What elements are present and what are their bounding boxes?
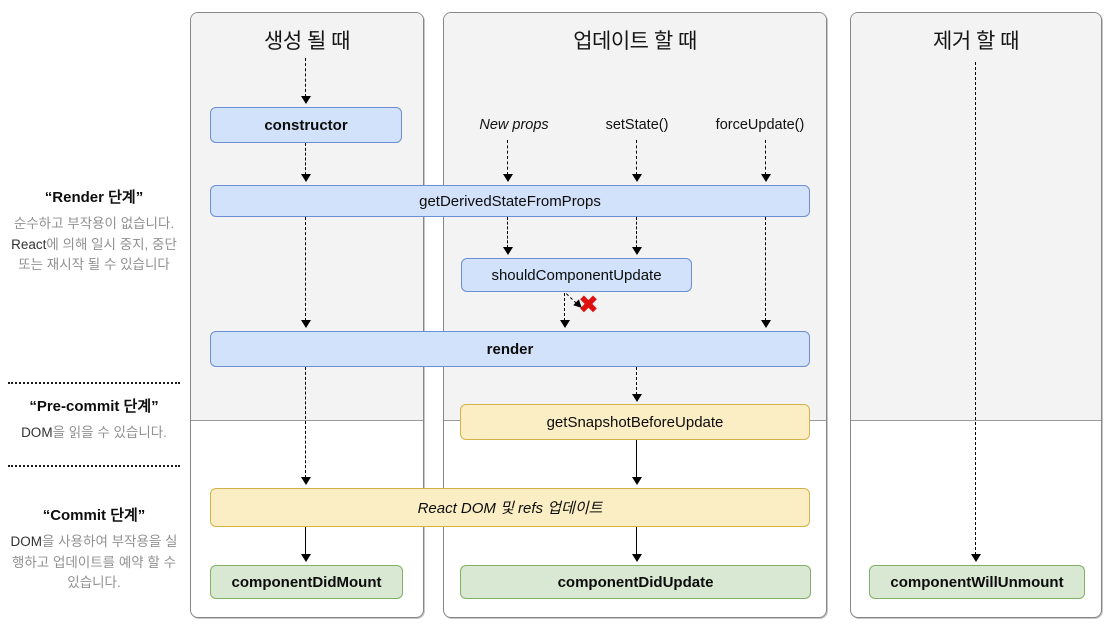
panel-unmount-title: 제거 할 때: [933, 30, 1019, 53]
constructor-box[interactable]: constructor: [210, 107, 402, 143]
phase-commit-text-em: DOM: [10, 534, 43, 549]
component-did-update-box[interactable]: componentDidUpdate: [460, 565, 811, 599]
phase-render-description: 순수하고 부작용이 없습니다. React에 의해 일시 중지, 중단 또는 재…: [6, 214, 182, 276]
component-will-unmount-box[interactable]: componentWillUnmount: [869, 565, 1085, 599]
trigger-new-props: New props: [479, 117, 549, 133]
panel-unmount: [850, 12, 1102, 618]
trigger-set-state[interactable]: setState(): [605, 117, 669, 133]
panel-mount-title: 생성 될 때: [264, 30, 350, 53]
get-snapshot-before-update-box[interactable]: getSnapshotBeforeUpdate: [460, 404, 810, 440]
panel-unmount-render-phase-region: [851, 13, 1101, 421]
phase-precommit-text-post: 을 읽을 수 있습니다.: [52, 425, 167, 440]
dotted-divider-bottom: [8, 465, 180, 467]
phase-commit-title: “Commit 단계”: [42, 507, 146, 524]
phase-precommit-text-em: DOM: [21, 425, 53, 440]
react-dom-update-box: React DOM 및 refs 업데이트: [210, 488, 810, 527]
should-component-update-box[interactable]: shouldComponentUpdate: [461, 258, 692, 292]
get-derived-state-from-props-box[interactable]: getDerivedStateFromProps: [210, 185, 810, 217]
phase-render-title: “Render 단계”: [44, 189, 144, 206]
trigger-force-update[interactable]: forceUpdate(): [715, 117, 805, 133]
component-did-mount-box[interactable]: componentDidMount: [210, 565, 403, 599]
phase-commit-text-post: 을 사용하여 부작용을 실행하고 업데이트를 예약 할 수 있습니다.: [11, 534, 178, 591]
phase-render-text-pre: 순수하고 부작용이 없습니다.: [13, 216, 175, 231]
phase-commit-label: “Commit 단계” DOM을 사용하여 부작용을 실행하고 업데이트를 예약…: [6, 504, 182, 594]
panel-update-title: 업데이트 할 때: [573, 30, 697, 53]
phase-commit-description: DOM을 사용하여 부작용을 실행하고 업데이트를 예약 할 수 있습니다.: [6, 532, 182, 594]
panel-update: [443, 12, 827, 618]
phase-render-text-post: 에 의해 일시 중지, 중단 또는 재시작 될 수 있습니다: [18, 236, 177, 273]
phase-precommit-description: DOM을 읽을 수 있습니다.: [6, 423, 182, 444]
dotted-divider-top: [8, 382, 180, 384]
phase-precommit-title: “Pre-commit 단계”: [29, 398, 159, 415]
render-box[interactable]: render: [210, 331, 810, 367]
phase-render-text-em: React: [11, 236, 47, 252]
phase-precommit-label: “Pre-commit 단계” DOM을 읽을 수 있습니다.: [6, 395, 182, 444]
halt-x-icon: ✖: [578, 290, 599, 319]
phase-render-label: “Render 단계” 순수하고 부작용이 없습니다. React에 의해 일시…: [6, 186, 182, 276]
